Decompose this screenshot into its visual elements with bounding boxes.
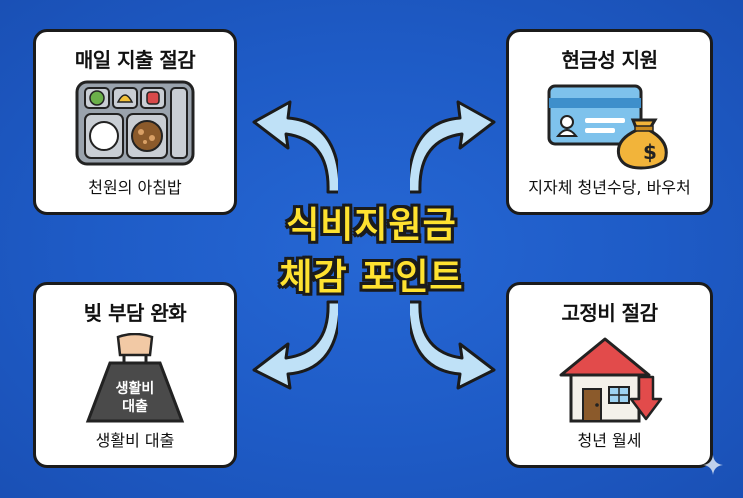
sparkle-icon — [703, 455, 723, 475]
card-title: 매일 지출 절감 — [74, 48, 196, 72]
bag-label-line1: 생활비 — [116, 380, 155, 397]
card-debt-relief: 빚 부담 완화 생활비 대출 생활비 대출 — [33, 282, 237, 468]
card-caption: 천원의 아침밥 — [88, 178, 182, 197]
card-title: 현금성 지원 — [561, 48, 658, 72]
house-down-arrow-icon — [559, 337, 662, 423]
meal-tray-icon — [75, 80, 195, 166]
center-title-line2: 체감 포인트 — [279, 257, 464, 298]
card-title: 빚 부담 완화 — [83, 301, 187, 325]
arrow-to-top-left — [252, 100, 338, 194]
card-cash-support: 현금성 지원 $ 지자체 청년수당, 바우처 — [506, 29, 713, 215]
loan-weight-bag-icon: 생활비 대출 — [85, 333, 185, 423]
card-daily-spending: 매일 지출 절감 천원의 아침밥 — [33, 29, 237, 215]
arrow-to-bottom-right — [410, 300, 496, 390]
card-title: 고정비 절감 — [561, 301, 658, 325]
card-caption: 지자체 청년수당, 바우처 — [528, 178, 691, 197]
center-title-line1: 식비지원금 — [286, 205, 457, 246]
bag-label-line2: 대출 — [122, 398, 148, 415]
arrow-to-top-right — [410, 100, 496, 194]
card-caption: 청년 월세 — [577, 431, 642, 450]
card-and-money-bag-icon: $ — [547, 84, 668, 170]
card-fixed-cost: 고정비 절감 청년 월세 — [506, 282, 713, 468]
card-caption: 생활비 대출 — [95, 431, 175, 450]
arrow-to-bottom-left — [252, 300, 338, 390]
svg-text:$: $ — [643, 140, 657, 164]
